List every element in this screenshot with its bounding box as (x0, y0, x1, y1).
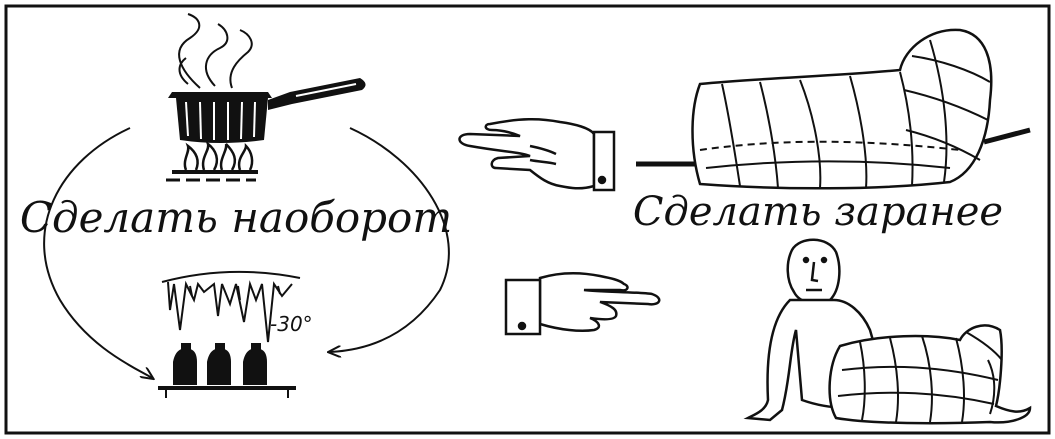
hand-pointing-right-icon (504, 272, 661, 336)
sitting-man-icon (743, 238, 1032, 425)
hand-pointing-left-icon (458, 117, 616, 192)
bandaged-log-icon (636, 28, 1031, 190)
label-do-reverse: Сделать наоборот (20, 193, 452, 242)
icicles-icon (161, 270, 301, 343)
saucepan-icon (168, 78, 366, 143)
label-do-in-advance: Сделать заранее (633, 189, 1003, 235)
steam-icon (178, 13, 253, 89)
frame-border (4, 4, 1051, 435)
temperature-label: -30° (270, 312, 313, 336)
cycle-arrows (43, 127, 450, 378)
gas-flame-icon (166, 140, 258, 182)
burner-bottles-icon (158, 343, 296, 398)
